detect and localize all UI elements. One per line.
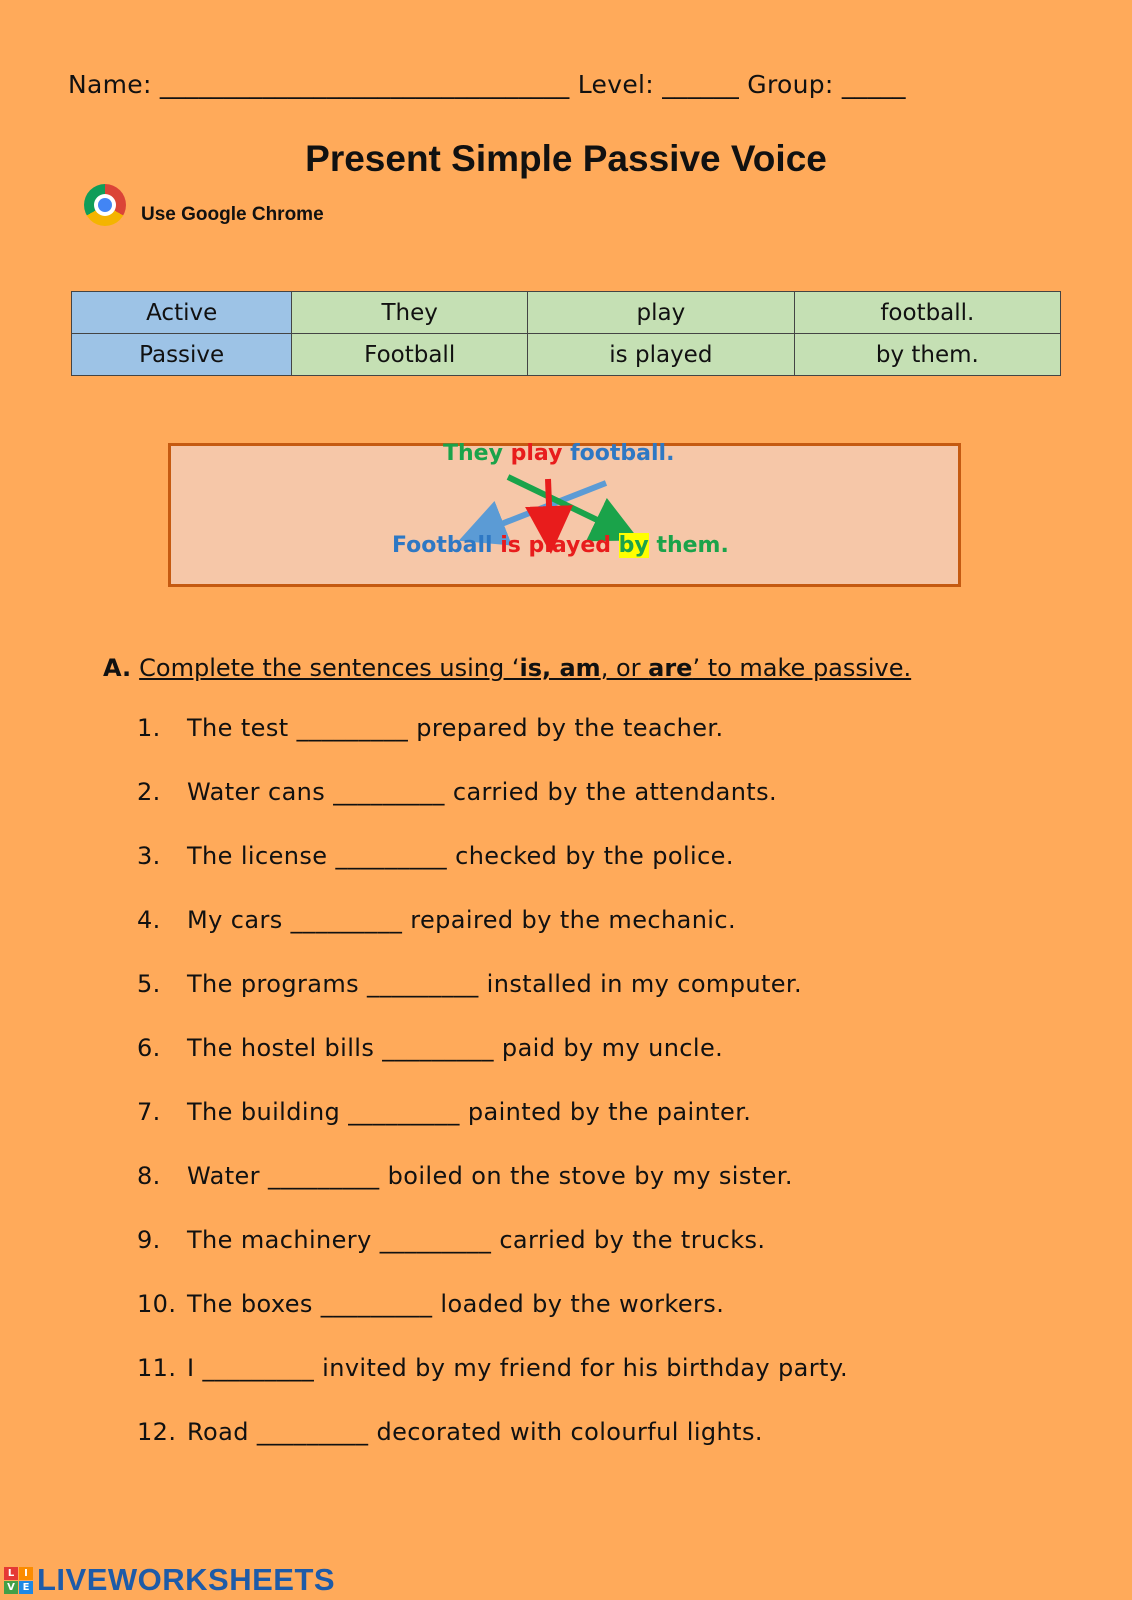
item-number: 5. <box>137 970 161 998</box>
logo-letter: L <box>4 1566 18 1580</box>
passive-subject: Football <box>392 533 493 558</box>
item-number: 6. <box>137 1034 161 1062</box>
item-number: 3. <box>137 842 161 870</box>
liveworksheets-footer[interactable]: L I V E LIVEWORKSHEETS <box>4 1562 335 1598</box>
logo-letter: V <box>4 1580 18 1594</box>
item-sentence[interactable]: My cars _________ repaired by the mechan… <box>187 906 736 934</box>
item-sentence[interactable]: Water _________ boiled on the stove by m… <box>187 1162 793 1190</box>
table-cell: football. <box>793 291 1062 334</box>
section-a-heading: A.Complete the sentences using ‘is, am, … <box>103 654 911 682</box>
section-instruction: Complete the sentences using ‘is, am, or… <box>139 654 911 682</box>
item-sentence[interactable]: The machinery _________ carried by the t… <box>187 1226 766 1254</box>
item-sentence[interactable]: I _________ invited by my friend for his… <box>187 1354 849 1382</box>
item-sentence[interactable]: Water cans _________ carried by the atte… <box>187 778 778 806</box>
item-number: 11. <box>137 1354 177 1382</box>
item-number: 9. <box>137 1226 161 1254</box>
active-subject: They <box>443 441 503 466</box>
logo-letter: E <box>19 1580 33 1594</box>
row-label: Passive <box>70 333 293 376</box>
passive-verb: is played <box>500 533 611 558</box>
item-number: 2. <box>137 778 161 806</box>
instruction-text: Complete the sentences using ‘ <box>139 654 520 682</box>
item-number: 10. <box>137 1290 177 1318</box>
active-sentence: They play football. <box>443 441 674 466</box>
passive-sentence: Football is played by them. <box>392 533 729 558</box>
liveworksheets-logo-icon: L I V E <box>4 1566 33 1594</box>
item-number: 7. <box>137 1098 161 1126</box>
item-number: 12. <box>137 1418 177 1446</box>
table-cell: They <box>291 291 529 334</box>
table-cell: by them. <box>793 333 1062 376</box>
item-sentence[interactable]: The programs _________ installed in my c… <box>187 970 803 998</box>
item-sentence[interactable]: Road _________ decorated with colourful … <box>187 1418 763 1446</box>
diagram-arrows <box>458 474 640 554</box>
object-arrow <box>458 480 608 546</box>
instruction-bold: is, am <box>519 654 601 682</box>
item-number: 8. <box>137 1162 161 1190</box>
row-label: Active <box>70 291 293 334</box>
brand-name: LIVEWORKSHEETS <box>37 1562 336 1597</box>
by-highlight: by <box>618 533 649 558</box>
instruction-text: ’ to make passive. <box>692 654 912 682</box>
chrome-icon <box>84 184 126 226</box>
transformation-diagram: They play football. Football is played b… <box>168 441 961 587</box>
passive-agent: them. <box>656 533 729 558</box>
item-sentence[interactable]: The test _________ prepared by the teach… <box>187 714 724 742</box>
table-row: Passive Football is played by them. <box>70 333 1062 376</box>
instruction-bold: are <box>648 654 693 682</box>
voice-table: Active They play football. Passive Footb… <box>70 291 1062 376</box>
section-letter: A. <box>103 654 132 682</box>
table-cell: Football <box>291 333 529 376</box>
subject-arrow <box>506 474 640 542</box>
active-verb: play <box>510 441 563 466</box>
item-number: 1. <box>137 714 161 742</box>
chrome-note: Use Google Chrome <box>84 184 324 226</box>
table-cell: is played <box>527 333 795 376</box>
table-row: Active They play football. <box>70 291 1062 334</box>
chrome-note-label: Use Google Chrome <box>141 204 324 225</box>
item-sentence[interactable]: The hostel bills _________ paid by my un… <box>187 1034 724 1062</box>
logo-letter: I <box>19 1566 33 1580</box>
page-title: Present Simple Passive Voice <box>305 138 827 179</box>
item-sentence[interactable]: The building _________ painted by the pa… <box>187 1098 752 1126</box>
instruction-text: , or <box>600 654 649 682</box>
table-cell: play <box>527 291 795 334</box>
item-sentence[interactable]: The boxes _________ loaded by the worker… <box>187 1290 725 1318</box>
item-sentence[interactable]: The license _________ checked by the pol… <box>187 842 734 870</box>
student-info-line: Name: ________________________________ L… <box>68 70 906 99</box>
active-object: football. <box>570 441 675 466</box>
verb-arrow <box>525 478 574 554</box>
item-number: 4. <box>137 906 161 934</box>
